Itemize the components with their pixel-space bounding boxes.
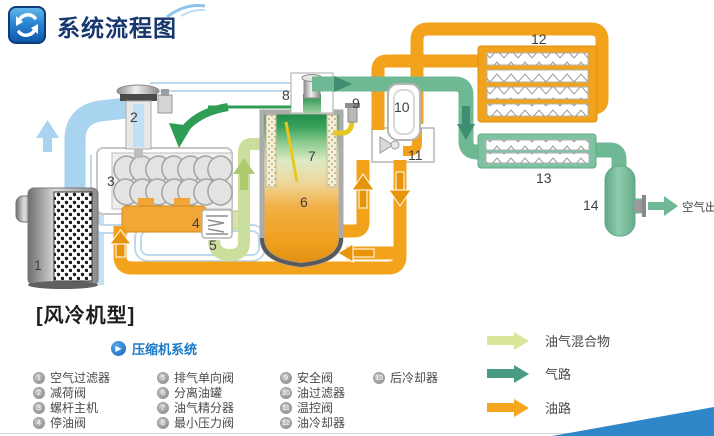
legend-item: 8 最小压力阀: [157, 415, 234, 430]
mixture-up-arrow: [240, 172, 248, 190]
solenoid: [157, 94, 173, 114]
legend-item: 4 停油阀: [33, 415, 110, 430]
legend-item-label: 最小压力阀: [174, 416, 235, 430]
water-separator: [604, 165, 678, 237]
legend-item-label: 后冷却器: [390, 371, 439, 385]
legend-num-badge: 12: [280, 416, 292, 429]
legend-num-badge: 4: [33, 416, 45, 429]
legend-item-label: 停油阀: [50, 416, 87, 430]
legend-column-1: 1 空气过滤器 2 减荷阀 3 螺杆主机 4 停油阀: [33, 370, 110, 430]
legend-item-label: 排气单向阀: [174, 371, 235, 385]
legend-item: 1 空气过滤器: [33, 370, 110, 385]
footer-triangle-decoration: [552, 407, 714, 436]
legend-item-label: 安全阀: [297, 371, 334, 385]
air-outlet-arrow: [648, 202, 664, 210]
legend-item: 13 后冷却器: [373, 370, 438, 385]
component-labels: 1 2 3 4 5 6 7 8 9 10 11 12 13 14 空气出口: [34, 31, 714, 273]
label-6: 6: [300, 194, 308, 210]
legend-num-badge: 8: [157, 416, 169, 429]
screw-host: [96, 147, 233, 215]
oil-filter: [387, 83, 421, 141]
footer-divider: [0, 433, 714, 434]
swoosh-decoration-icon: [166, 4, 206, 19]
oil-flow-arrows: [109, 171, 412, 263]
legend-column-3: 9 安全阀 10 油过滤器 11 温控阀 12 油冷却器: [280, 370, 345, 430]
label-8: 8: [282, 87, 290, 103]
section-heading: [风冷机型]: [36, 305, 136, 327]
unloading-valve: [116, 84, 173, 158]
label-10: 10: [394, 99, 410, 115]
legend-item: 5 排气单向阀: [157, 370, 234, 385]
gas-arrow-icon: [487, 364, 529, 383]
legend-num-badge: 1: [33, 371, 45, 384]
compressor-system-label[interactable]: 压缩机系统: [132, 342, 198, 357]
control-gas-line: [169, 103, 291, 148]
label-7: 7: [308, 148, 316, 164]
label-1: 1: [34, 257, 42, 273]
label-11: 11: [408, 147, 423, 163]
legend-item-label: 减荷阀: [50, 386, 87, 400]
flow-label: 气路: [545, 367, 572, 382]
oil-tank: [259, 103, 344, 268]
legend-column-2: 5 排气单向阀 6 分离油罐 7 油气精分器 8 最小压力阀: [157, 370, 234, 430]
system-flow-diagram: 1 2 3 4 5 6 7 8 9 10 11 12 13 14 空气出口: [15, 22, 714, 289]
legend-item: 11 温控阀: [280, 400, 345, 415]
label-14: 14: [583, 197, 599, 213]
legend-item: 10 油过滤器: [280, 385, 345, 400]
legend-num-badge: 9: [280, 371, 292, 384]
check-valve: [201, 209, 233, 239]
legend-num-badge: 11: [280, 401, 292, 414]
after-cooler: [477, 133, 597, 169]
legend-num-badge: 10: [280, 386, 292, 399]
compressor-system-link[interactable]: ▶ 压缩机系统: [111, 339, 197, 358]
legend-num-badge: 6: [157, 386, 169, 399]
oil-cooler: [477, 45, 598, 123]
legend-item-label: 分离油罐: [174, 386, 223, 400]
label-4: 4: [192, 215, 200, 231]
legend-item-label: 空气过滤器: [50, 371, 111, 385]
legend-num-badge: 5: [157, 371, 169, 384]
legend-item-label: 油过滤器: [297, 386, 346, 400]
legend-item: 2 减荷阀: [33, 385, 110, 400]
page-title: 系统流程图: [57, 15, 177, 41]
legend-item: 3 螺杆主机: [33, 400, 110, 415]
legend-item: 7 油气精分器: [157, 400, 234, 415]
legend-item: 9 安全阀: [280, 370, 345, 385]
flow-legend-mixture: 油气混合物: [487, 331, 610, 350]
legend-item: 6 分离油罐: [157, 385, 234, 400]
label-3: 3: [107, 173, 115, 189]
legend-num-badge: 7: [157, 401, 169, 414]
air-filter: [15, 187, 99, 289]
air-outlet-label: 空气出口: [682, 200, 714, 214]
outlet-valve: [634, 200, 643, 212]
legend-item-label: 螺杆主机: [50, 401, 99, 415]
intake-up-arrow: [43, 136, 52, 152]
gas-flow-arrows: [334, 76, 475, 140]
legend-item-label: 温控阀: [297, 401, 334, 415]
legend-column-4: 13 后冷却器: [373, 370, 438, 385]
legend-item: 12 油冷却器: [280, 415, 345, 430]
refresh-logo-icon: [8, 6, 46, 44]
label-13: 13: [536, 170, 552, 186]
oil-pipes: [113, 22, 609, 275]
flow-label: 油气混合物: [545, 334, 611, 349]
legend-item-label: 油冷却器: [297, 416, 346, 430]
fine-separator: [265, 114, 277, 188]
min-pressure-valve: [290, 72, 334, 114]
legend-num-badge: 13: [373, 371, 385, 384]
mixture-pipe: [208, 138, 263, 262]
label-12: 12: [531, 31, 547, 47]
safety-valve: [333, 103, 360, 136]
legend-num-badge: 2: [33, 386, 45, 399]
label-9: 9: [352, 95, 360, 111]
legend-item-label: 油气精分器: [174, 401, 235, 415]
refresh-arrows-icon: [16, 13, 38, 37]
oil-arrow-icon: [487, 398, 529, 417]
legend-num-badge: 3: [33, 401, 45, 414]
flow-legend-gas: 气路: [487, 364, 571, 383]
label-2: 2: [130, 109, 138, 125]
label-5: 5: [209, 237, 217, 253]
mixture-arrow-icon: [487, 331, 529, 350]
play-icon[interactable]: ▶: [111, 341, 126, 356]
